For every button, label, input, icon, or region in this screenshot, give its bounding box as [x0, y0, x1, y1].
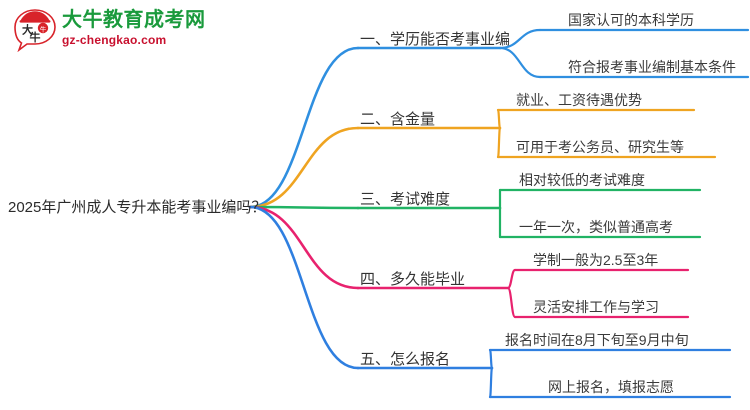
branch-4-child-1-label[interactable]: 学制一般为2.5至3年: [533, 252, 659, 268]
branch-5-child-2-label[interactable]: 网上报名，填报志愿: [548, 379, 674, 395]
svg-text:牛: 牛: [30, 30, 41, 44]
branch-3-child-1-label[interactable]: 相对较低的考试难度: [519, 172, 645, 188]
branch-5-child-1-label[interactable]: 报名时间在8月下旬至9月中旬: [505, 332, 689, 348]
branch-2-label[interactable]: 二、含金量: [360, 111, 436, 128]
branch-1-label[interactable]: 一、学历能否考事业编: [360, 31, 511, 48]
svg-text:大: 大: [22, 23, 33, 37]
branch-3-label[interactable]: 三、考试难度: [360, 191, 451, 208]
branch-4-child-2-label[interactable]: 灵活安排工作与学习: [533, 299, 659, 315]
branch-1-child-1-label[interactable]: 国家认可的本科学历: [568, 12, 694, 28]
site-logo[interactable]: 大 牛 牛 大牛教育成考网 gz-chengkao.com: [10, 6, 240, 56]
mindmap-root-node[interactable]: 2025年广州成人专升本能考事业编吗？: [8, 199, 267, 216]
branch-2-child-2-label[interactable]: 可用于考公务员、研究生等: [516, 139, 684, 155]
logo-subtitle: gz-chengkao.com: [62, 33, 167, 47]
branch-1-child-2-label[interactable]: 符合报考事业编制基本条件: [568, 59, 736, 75]
logo-text-block: 大牛教育成考网 gz-chengkao.com: [62, 8, 238, 48]
daniu-bull-logo-icon: 大 牛 牛: [14, 9, 56, 52]
branch-3-child-2-label[interactable]: 一年一次，类似普通高考: [519, 219, 673, 235]
branch-2-child-1-label[interactable]: 就业、工资待遇优势: [516, 92, 642, 108]
branch-4-label[interactable]: 四、多久能毕业: [360, 271, 466, 288]
svg-text:牛: 牛: [40, 24, 47, 33]
branch-5-label[interactable]: 五、怎么报名: [360, 351, 451, 368]
logo-title: 大牛教育成考网: [62, 9, 206, 31]
